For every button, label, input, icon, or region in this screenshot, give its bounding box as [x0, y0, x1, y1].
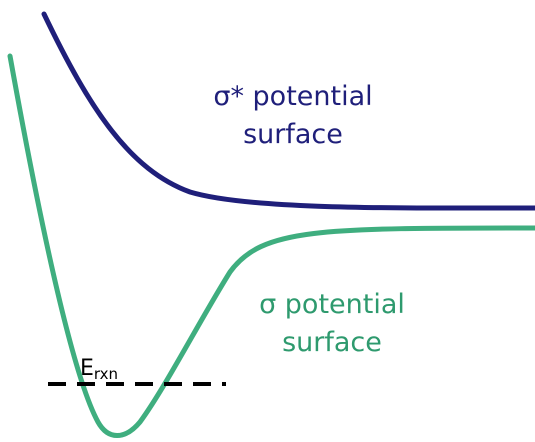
- sigma-star-surface-label: σ* potential surface: [188, 78, 398, 154]
- sigma-potential-curve: [7, 53, 535, 438]
- erxn-label-main: E: [80, 356, 94, 381]
- sigma-label-line1: σ potential: [259, 289, 405, 320]
- sigma-star-potential-curve: [41, 11, 535, 211]
- erxn-label: Erxn: [80, 356, 118, 383]
- sigma-star-label-line1: σ* potential: [213, 81, 373, 112]
- erxn-label-subscript: rxn: [93, 365, 119, 383]
- sigma-label-line2: surface: [282, 326, 382, 358]
- sigma-star-label-line2: surface: [243, 118, 343, 150]
- sigma-surface-label: σ potential surface: [232, 286, 432, 362]
